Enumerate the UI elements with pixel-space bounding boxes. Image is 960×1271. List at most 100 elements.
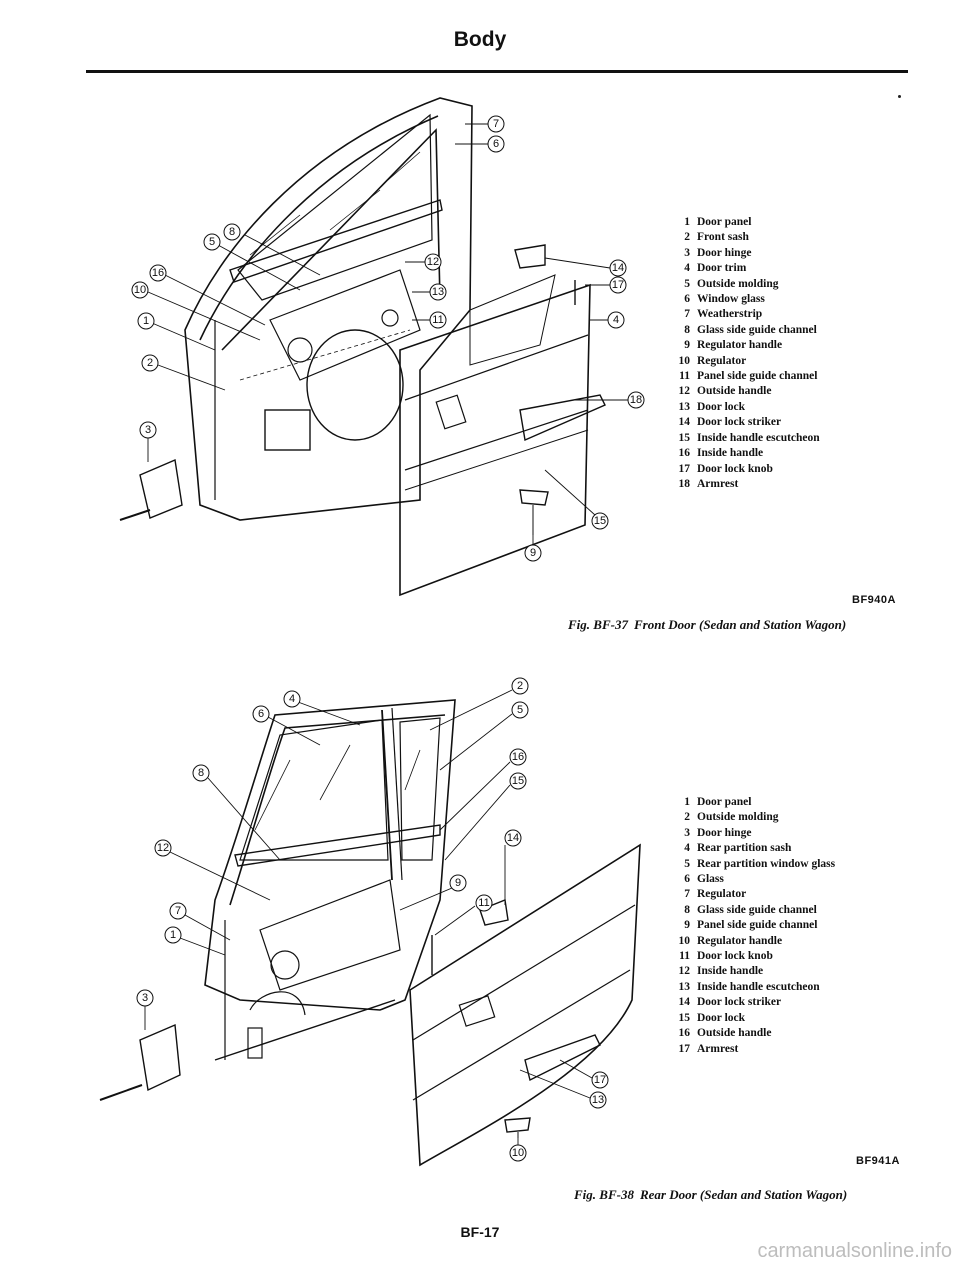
rear-figure-code: BF941A	[856, 1155, 900, 1167]
svg-text:7: 7	[175, 905, 181, 917]
svg-text:4: 4	[613, 314, 619, 326]
svg-text:5: 5	[209, 236, 215, 248]
front-door-hinge	[139, 459, 183, 519]
svg-text:2: 2	[517, 680, 523, 692]
svg-text:1: 1	[170, 929, 176, 941]
front-outside-molding	[229, 199, 443, 283]
front-door-shell	[184, 97, 473, 521]
svg-text:14: 14	[612, 262, 624, 274]
svg-text:10: 10	[512, 1147, 524, 1159]
svg-text:17: 17	[612, 279, 624, 291]
svg-text:2: 2	[147, 357, 153, 369]
svg-text:7: 7	[493, 118, 499, 130]
svg-text:4: 4	[289, 693, 295, 705]
rear-outside-molding	[234, 824, 441, 867]
svg-text:17: 17	[594, 1074, 606, 1086]
header-rule	[86, 70, 908, 73]
rear-window-glass	[239, 719, 389, 861]
rear-armrest	[524, 1034, 601, 1082]
svg-text:1: 1	[143, 315, 149, 327]
svg-text:11: 11	[432, 314, 443, 326]
svg-text:3: 3	[142, 992, 148, 1004]
rear-door-hinge	[139, 1023, 181, 1092]
svg-text:11: 11	[478, 897, 489, 909]
svg-text:8: 8	[229, 226, 235, 238]
page-header: Body	[453, 28, 507, 51]
front-regulator	[269, 269, 421, 381]
svg-text:13: 13	[592, 1094, 604, 1106]
rear-door-trim	[409, 843, 641, 1167]
svg-text:9: 9	[530, 547, 536, 559]
svg-text:8: 8	[198, 767, 204, 779]
rear-door-shell	[204, 699, 456, 1011]
svg-text:12: 12	[427, 256, 439, 268]
rear-partition-glass	[399, 717, 441, 861]
svg-text:15: 15	[512, 775, 524, 787]
svg-text:5: 5	[517, 704, 523, 716]
svg-text:3: 3	[145, 424, 151, 436]
front-door-trim	[399, 283, 591, 597]
svg-text:14: 14	[507, 832, 519, 844]
front-window-glass	[237, 113, 433, 301]
front-regulator-handle	[519, 489, 549, 506]
svg-text:12: 12	[157, 842, 169, 854]
rear-regulator	[259, 879, 401, 991]
speck	[898, 95, 901, 98]
front-armrest	[519, 394, 606, 442]
svg-text:10: 10	[134, 284, 146, 296]
svg-text:6: 6	[493, 138, 499, 150]
svg-text:18: 18	[630, 394, 642, 406]
svg-text:16: 16	[152, 267, 164, 279]
svg-text:16: 16	[512, 751, 524, 763]
svg-text:9: 9	[455, 877, 461, 889]
front-figure-code: BF940A	[852, 594, 896, 606]
watermark: carmanualsonline.info	[757, 1240, 952, 1262]
rear-regulator-handle	[504, 1117, 531, 1133]
page-number: BF-17	[460, 1224, 500, 1240]
svg-text:6: 6	[258, 708, 264, 720]
svg-text:15: 15	[594, 515, 606, 527]
svg-text:13: 13	[432, 286, 444, 298]
